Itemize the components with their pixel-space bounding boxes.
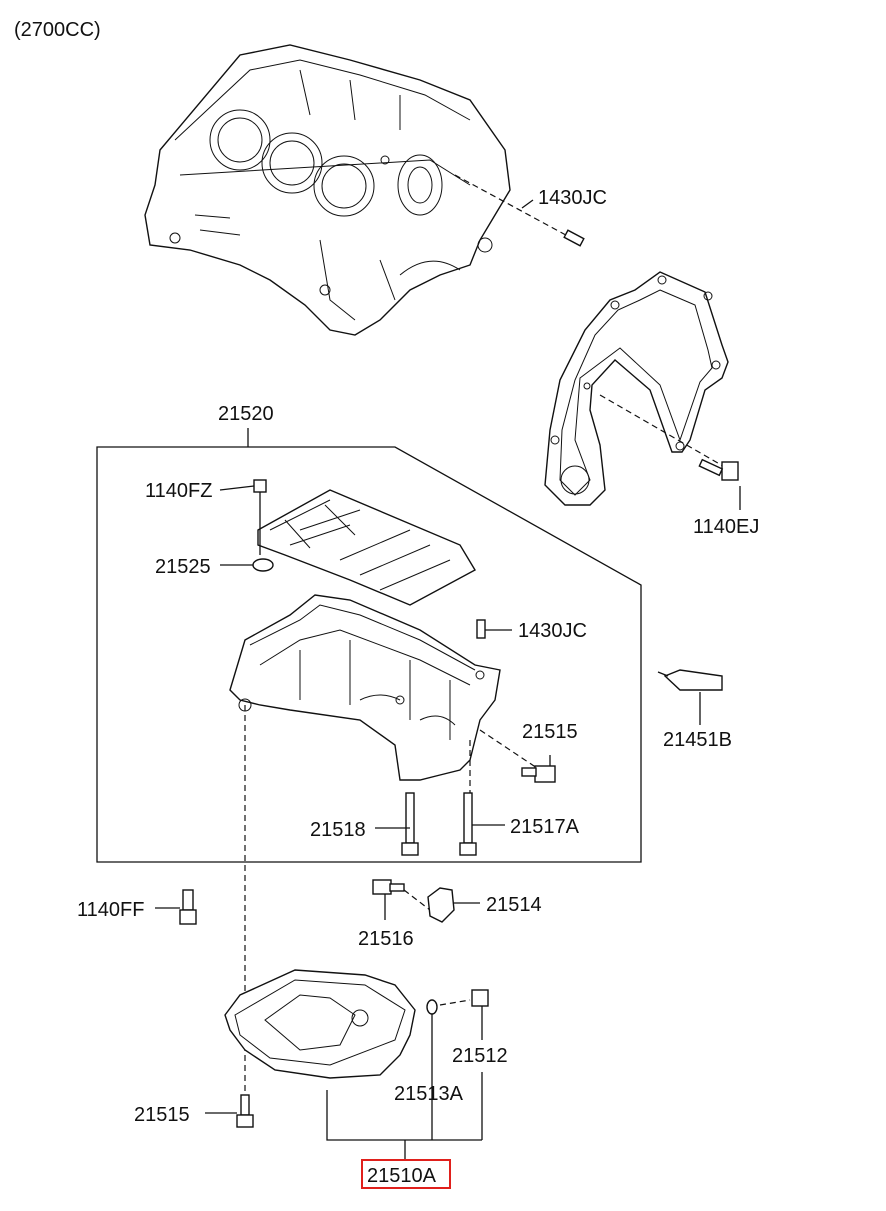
bolt-21518-illustration xyxy=(401,792,419,856)
bolt-21516-illustration xyxy=(372,879,405,895)
label-21518[interactable]: 21518 xyxy=(310,819,366,841)
label-1140FZ[interactable]: 1140FZ xyxy=(145,480,212,502)
label-1140EJ[interactable]: 1140EJ xyxy=(693,516,759,538)
label-1430JC-top[interactable]: 1430JC xyxy=(538,187,607,209)
label-21520[interactable]: 21520 xyxy=(218,403,274,425)
label-1140FF[interactable]: 1140FF xyxy=(77,899,144,921)
cover-21514-illustration xyxy=(427,887,455,923)
label-21510A-highlighted[interactable]: 21510A xyxy=(367,1165,437,1187)
label-21515-bottom[interactable]: 21515 xyxy=(134,1104,190,1126)
label-21513A[interactable]: 21513A xyxy=(394,1083,464,1105)
bolt-1140EJ-illustration xyxy=(698,458,739,481)
label-21451B[interactable]: 21451B xyxy=(663,729,732,751)
label-21517A[interactable]: 21517A xyxy=(510,816,580,838)
label-21515-mid[interactable]: 21515 xyxy=(522,721,578,743)
label-1430JC-mid[interactable]: 1430JC xyxy=(518,620,587,642)
label-21514[interactable]: 21514 xyxy=(486,894,542,916)
bolt-1140FZ-illustration xyxy=(253,479,267,493)
highlight-box-21510A xyxy=(361,1159,451,1189)
lower-oil-pan-illustration xyxy=(224,969,416,1079)
sealant-tube-illustration xyxy=(657,669,723,691)
engine-displacement-note: (2700CC) xyxy=(14,19,101,41)
bolt-21517A-illustration xyxy=(459,792,477,856)
label-21512[interactable]: 21512 xyxy=(452,1045,508,1067)
bolt-21515-bottom-illustration xyxy=(236,1094,254,1128)
bolt-21515-mid-illustration xyxy=(521,765,556,783)
assembly-bracket-21510A xyxy=(326,1090,482,1160)
washer-21513A-illustration xyxy=(426,999,438,1015)
label-21516[interactable]: 21516 xyxy=(358,928,414,950)
engine-block-illustration xyxy=(144,44,511,336)
baffle-plate-illustration xyxy=(257,489,476,606)
upper-oil-pan-group-frame xyxy=(96,446,642,863)
label-21525[interactable]: 21525 xyxy=(155,556,211,578)
rear-plate-illustration xyxy=(544,271,729,506)
bolt-1140FF-illustration xyxy=(179,889,197,925)
drain-plug-21512-illustration xyxy=(471,989,489,1007)
upper-oil-pan-illustration xyxy=(229,594,501,781)
